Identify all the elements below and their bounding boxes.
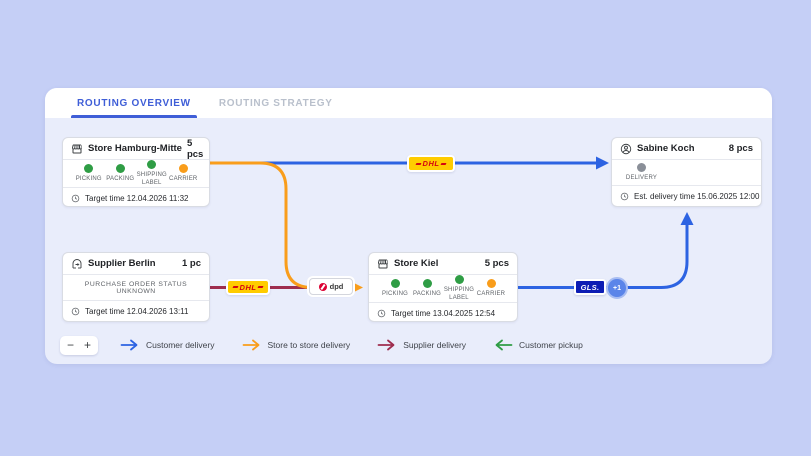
clock-icon — [71, 194, 80, 203]
clock-icon — [377, 309, 386, 318]
dhl-stripe — [257, 286, 264, 288]
node-header: Supplier Berlin 1 pc — [63, 253, 209, 275]
tab-routing-strategy[interactable]: ROUTING STRATEGY — [218, 97, 333, 109]
dpd-logo: dpd — [329, 282, 344, 291]
target-time: Target time 13.04.2025 12:54 — [391, 308, 496, 318]
status-dot — [390, 278, 400, 288]
gls-logo: GLS. — [580, 282, 600, 292]
tab-bar: ROUTING OVERVIEW ROUTING STRATEGY — [45, 88, 772, 118]
status-dot — [422, 278, 432, 288]
status-dot — [178, 163, 188, 173]
legend-customer-delivery: Customer delivery — [120, 339, 215, 351]
legend-label: Supplier delivery — [403, 340, 467, 350]
est-delivery-time: Est. delivery time 15.06.2025 12:00 — [634, 191, 760, 201]
left-arrow-icon — [495, 339, 513, 351]
node-store-kiel[interactable]: Store Kiel 5 pcs PICKING PACKING SHIPPIN… — [368, 252, 518, 322]
node-quantity: 5 pcs — [186, 137, 204, 160]
node-statuses: PICKING PACKING SHIPPING LABEL CARRIER — [63, 160, 209, 187]
status-picking: PICKING — [379, 278, 411, 299]
storefront-icon — [71, 143, 83, 155]
node-footer: Target time 12.04.2026 11:32 — [63, 187, 209, 208]
legend-label: Store to store delivery — [267, 340, 351, 350]
legend: Customer delivery Store to store deliver… — [120, 339, 583, 351]
dpd-badge: dpd — [309, 278, 353, 295]
dhl-logo: DHL — [239, 282, 257, 292]
node-footer: Target time 12.04.2026 13:11 — [63, 300, 209, 321]
status-packing: PACKING — [411, 278, 443, 299]
dhl-badge-top: DHL — [407, 155, 455, 172]
node-customer-sabine-koch[interactable]: Sabine Koch 8 pcs DELIVERY Est. delivery… — [611, 137, 762, 207]
status-dot — [147, 160, 157, 169]
right-arrow-icon — [377, 339, 395, 351]
legend-customer-pickup: Customer pickup — [493, 339, 583, 351]
arrowhead-store-to-store — [350, 281, 363, 294]
dhl-stripe — [440, 162, 447, 165]
zoom-controls: − + — [60, 336, 98, 355]
legend-store-to-store-delivery: Store to store delivery — [242, 339, 351, 351]
status-dot — [454, 275, 464, 284]
node-footer: Est. delivery time 15.06.2025 12:00 — [612, 185, 761, 206]
node-footer: Target time 13.04.2025 12:54 — [369, 302, 517, 323]
routing-panel: ROUTING OVERVIEW ROUTING STRATEGY Store … — [45, 88, 772, 364]
legend-label: Customer delivery — [146, 340, 215, 350]
status-dot — [486, 278, 496, 288]
arrowhead-customer-bottom — [680, 212, 694, 225]
node-header: Sabine Koch 8 pcs — [612, 138, 761, 160]
grouped-shipments-badge[interactable]: +1 — [606, 277, 628, 299]
dhl-stripe — [415, 162, 421, 165]
zoom-out-button[interactable]: − — [62, 337, 79, 354]
dhl-badge-supplier: DHL — [226, 279, 270, 295]
status-shipping-label: SHIPPING LABEL — [136, 160, 168, 187]
node-quantity: 1 pc — [181, 258, 201, 269]
status-picking: PICKING — [73, 163, 105, 184]
node-header: Store Kiel 5 pcs — [369, 253, 517, 275]
node-header: Store Hamburg-Mitte 5 pcs — [63, 138, 209, 160]
clock-icon — [620, 192, 629, 201]
dhl-logo: DHL — [422, 159, 440, 168]
target-time: Target time 12.04.2026 13:11 — [85, 306, 189, 316]
node-title: Supplier Berlin — [88, 258, 156, 269]
node-note: PURCHASE ORDER STATUS UNKNOWN — [63, 275, 209, 300]
edge-store-to-store — [210, 161, 350, 289]
routing-canvas[interactable]: Store Hamburg-Mitte 5 pcs PICKING PACKIN… — [45, 118, 772, 364]
edge-customer-delivery-bottom — [517, 225, 689, 289]
status-dot — [84, 163, 94, 173]
zoom-in-button[interactable]: + — [79, 337, 96, 354]
status-shipping-label: SHIPPING LABEL — [443, 275, 475, 302]
node-title: Sabine Koch — [637, 143, 695, 154]
node-supplier-berlin[interactable]: Supplier Berlin 1 pc PURCHASE ORDER STAT… — [62, 252, 210, 322]
supplier-icon — [71, 258, 83, 270]
tab-routing-overview[interactable]: ROUTING OVERVIEW — [63, 88, 205, 118]
purchase-order-status: PURCHASE ORDER STATUS UNKNOWN — [84, 280, 188, 295]
status-dot — [637, 162, 646, 172]
right-arrow-icon — [120, 339, 138, 351]
status-dot — [115, 163, 125, 173]
node-quantity: 8 pcs — [728, 143, 753, 154]
legend-label: Customer pickup — [519, 340, 583, 350]
node-statuses: DELIVERY — [612, 160, 761, 185]
status-packing: PACKING — [105, 163, 137, 184]
status-delivery: DELIVERY — [625, 162, 658, 183]
clock-icon — [71, 307, 80, 316]
arrowhead-customer-top — [596, 156, 609, 170]
dpd-icon — [318, 282, 327, 291]
person-icon — [620, 143, 632, 155]
dhl-stripe — [232, 286, 238, 288]
node-title: Store Hamburg-Mitte — [88, 143, 182, 154]
node-title: Store Kiel — [394, 258, 439, 269]
gls-badge: GLS. — [574, 279, 606, 295]
right-arrow-icon — [242, 339, 259, 351]
status-carrier: CARRIER — [168, 163, 200, 184]
legend-supplier-delivery: Supplier delivery — [377, 339, 466, 351]
storefront-icon — [377, 258, 389, 270]
node-quantity: 5 pcs — [484, 258, 509, 269]
status-carrier: CARRIER — [475, 278, 507, 299]
node-store-hamburg-mitte[interactable]: Store Hamburg-Mitte 5 pcs PICKING PACKIN… — [62, 137, 210, 207]
target-time: Target time 12.04.2026 11:32 — [85, 193, 189, 203]
node-statuses: PICKING PACKING SHIPPING LABEL CARRIER — [369, 275, 517, 302]
